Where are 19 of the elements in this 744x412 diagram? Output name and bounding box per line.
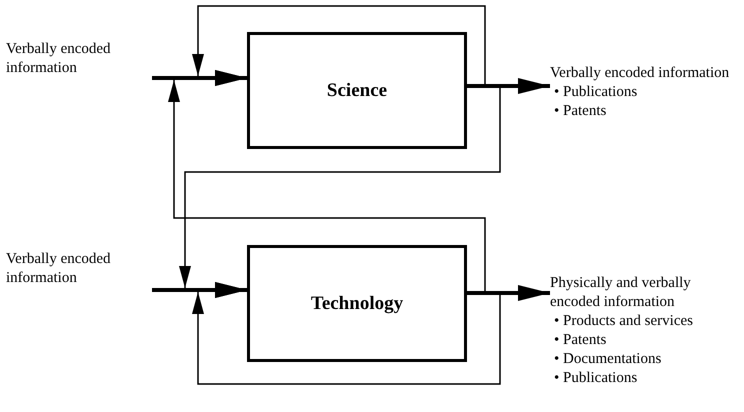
list-item: • Patents [553,102,608,121]
box-label: Technology [310,292,404,314]
arrow [467,78,550,94]
flow-label: Verbally encoded information [6,250,112,288]
list-item: • Products and services [553,312,694,331]
arrow [467,285,550,301]
list-item: • Publications [553,369,638,388]
flow-label: Verbally encoded information [550,64,730,83]
flow-label: Physically and verbally encoded information [550,274,692,312]
flow-label: Verbally encoded information [6,40,112,78]
process-box [247,32,467,149]
process-box [247,245,467,362]
list-item: • Documentations [553,350,662,369]
box-label: Science [326,80,388,102]
list-item: • Patents [553,331,608,350]
arrow [152,282,247,298]
arrow [168,70,486,294]
arrow [192,5,486,87]
list-item: • Publications [553,83,638,102]
